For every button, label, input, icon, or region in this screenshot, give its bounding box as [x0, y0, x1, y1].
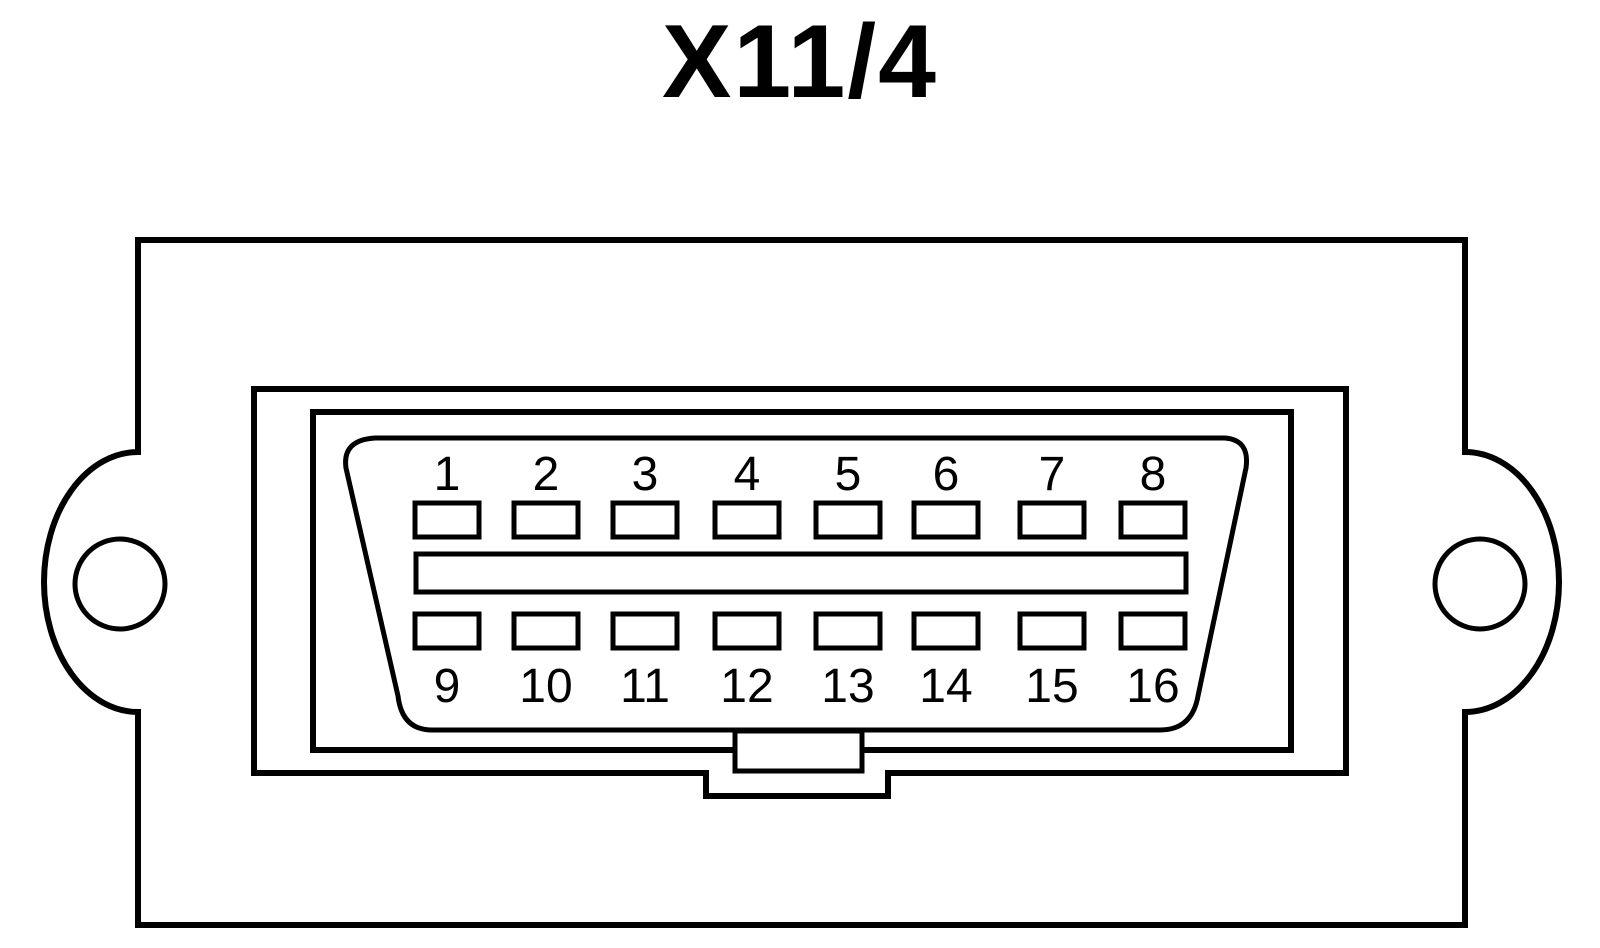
pin-label-2: 2 [533, 448, 560, 501]
pin-contact-14 [911, 611, 981, 651]
pin-contact-16 [1118, 611, 1188, 651]
pin-contact-7 [1017, 500, 1087, 540]
pin-label-15: 15 [1025, 660, 1078, 713]
pin-label-14: 14 [919, 660, 972, 713]
pin-label-3: 3 [632, 448, 659, 501]
pin-label-9: 9 [434, 660, 461, 713]
pin-contact-6 [911, 500, 981, 540]
pin-contact-5 [813, 500, 883, 540]
center-key-bar [413, 551, 1189, 595]
pin-label-5: 5 [835, 448, 862, 501]
mounting-hole-left [72, 536, 168, 632]
pin-contact-9 [412, 611, 482, 651]
pin-label-13: 13 [821, 660, 874, 713]
pin-contact-13 [813, 611, 883, 651]
connector-housing-outer [251, 386, 1349, 799]
latch-tab [732, 728, 865, 774]
pin-label-8: 8 [1140, 448, 1167, 501]
pin-contact-1 [412, 500, 482, 540]
mounting-hole-right [1432, 536, 1528, 632]
receptacle-outline [343, 435, 1250, 733]
mounting-plate [41, 237, 1562, 928]
pin-contact-10 [511, 611, 581, 651]
pin-contact-2 [511, 500, 581, 540]
pin-contact-4 [712, 500, 782, 540]
pin-label-6: 6 [933, 448, 960, 501]
pin-label-11: 11 [620, 660, 670, 713]
connector-title: X11/4 [661, 4, 939, 120]
pin-label-1: 1 [434, 448, 461, 501]
pin-label-10: 10 [519, 660, 572, 713]
pin-contact-15 [1017, 611, 1087, 651]
pin-contact-12 [712, 611, 782, 651]
pin-label-7: 7 [1039, 448, 1066, 501]
pin-contact-11 [610, 611, 680, 651]
pin-contact-8 [1118, 500, 1188, 540]
pin-label-16: 16 [1126, 660, 1179, 713]
pin-label-12: 12 [720, 660, 773, 713]
pin-contact-3 [610, 500, 680, 540]
pin-label-4: 4 [734, 448, 761, 501]
